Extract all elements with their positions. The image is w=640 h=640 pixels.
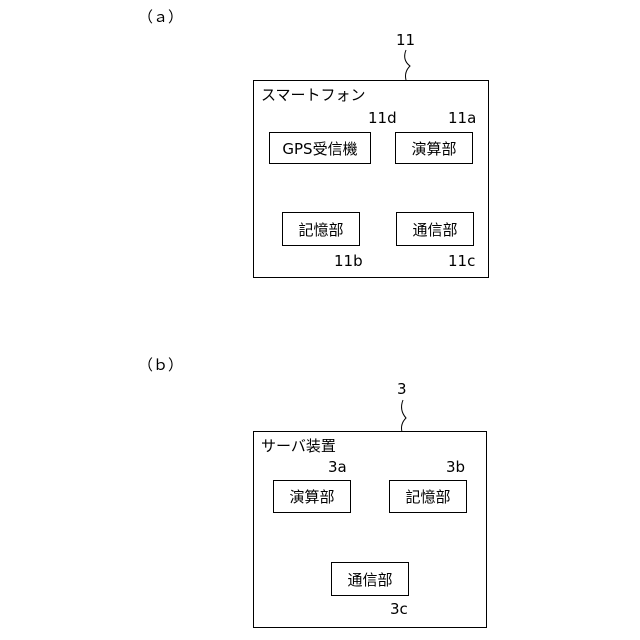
server-title: サーバ装置 — [261, 437, 336, 455]
calc-unit-label-a: 演算部 — [411, 138, 456, 159]
ref-number-3a: 3a — [328, 458, 347, 476]
panel-label-a: （ａ） — [138, 8, 183, 26]
storage-unit-label-a: 記憶部 — [298, 219, 343, 240]
ref-leader-11 — [405, 50, 410, 80]
ref-number-3b: 3b — [446, 458, 465, 476]
ref-number-11a: 11a — [448, 109, 476, 127]
storage-unit-block-b: 記憶部 — [389, 480, 467, 513]
calc-unit-label-b: 演算部 — [289, 486, 334, 507]
gps-receiver-block: GPS受信機 — [269, 132, 371, 164]
calc-unit-block-b: 演算部 — [273, 480, 351, 513]
ref-number-11d: 11d — [368, 109, 397, 127]
panel-label-b: （ｂ） — [138, 356, 183, 374]
ref-number-11: 11 — [396, 31, 415, 49]
smartphone-title: スマートフォン — [261, 86, 366, 104]
storage-unit-label-b: 記憶部 — [405, 486, 450, 507]
ref-leader-3 — [402, 400, 407, 432]
ref-number-11c: 11c — [448, 252, 475, 270]
comm-unit-label-b: 通信部 — [347, 569, 392, 590]
comm-unit-block-a: 通信部 — [396, 212, 474, 246]
comm-unit-block-b: 通信部 — [331, 562, 409, 596]
ref-number-11b: 11b — [334, 252, 363, 270]
calc-unit-block-a: 演算部 — [395, 132, 473, 164]
ref-number-3c: 3c — [390, 600, 408, 618]
gps-receiver-label: GPS受信機 — [282, 138, 357, 159]
ref-number-3: 3 — [397, 380, 407, 398]
storage-unit-block-a: 記憶部 — [282, 212, 360, 246]
comm-unit-label-a: 通信部 — [412, 219, 457, 240]
